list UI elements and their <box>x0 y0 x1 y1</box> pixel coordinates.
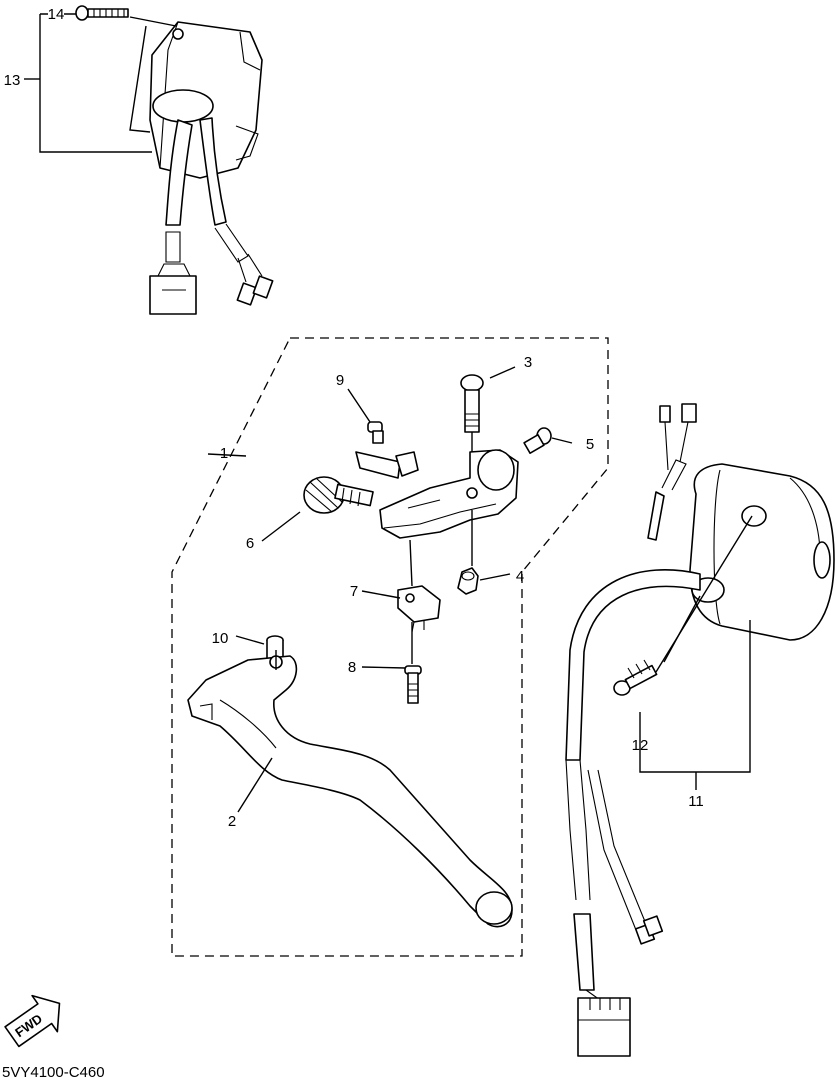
screw-9 <box>367 421 384 444</box>
brake-lever-2 <box>187 655 513 928</box>
right-handlebar-switch <box>565 403 835 1057</box>
callout-11: 11 <box>688 793 704 810</box>
callout-labels: 1 2 3 4 5 6 7 8 9 10 11 12 13 14 <box>4 6 704 830</box>
lever-leader-lines <box>207 366 573 813</box>
nut-4 <box>457 567 479 595</box>
left-handlebar-switch <box>24 5 274 315</box>
callout-2: 2 <box>228 813 236 830</box>
bolt-3 <box>460 374 484 433</box>
screw-5 <box>523 427 552 454</box>
callout-8: 8 <box>348 659 356 676</box>
callout-4: 4 <box>516 568 524 585</box>
screw-12 <box>613 659 658 696</box>
screw-14-shape <box>75 5 129 21</box>
drawing-code: 5VY4100-C460 <box>2 1064 105 1080</box>
callout-3: 3 <box>524 354 532 371</box>
lever-assembly-boundary <box>171 337 609 957</box>
callout-1: 1 <box>220 445 228 462</box>
callout-12: 12 <box>632 737 649 754</box>
switch-clip <box>355 451 419 479</box>
switch-7 <box>397 585 441 633</box>
adjuster-6 <box>303 476 374 514</box>
lever-holder <box>379 449 519 539</box>
callout-14: 14 <box>48 6 65 23</box>
callout-7: 7 <box>350 583 358 600</box>
callout-5: 5 <box>586 436 594 453</box>
fwd-arrow-icon: FWD <box>4 994 61 1048</box>
callout-10: 10 <box>212 630 229 647</box>
screw-8 <box>404 665 422 704</box>
callout-13: 13 <box>4 72 21 89</box>
callout-9: 9 <box>336 372 344 389</box>
callout-6: 6 <box>246 535 254 552</box>
